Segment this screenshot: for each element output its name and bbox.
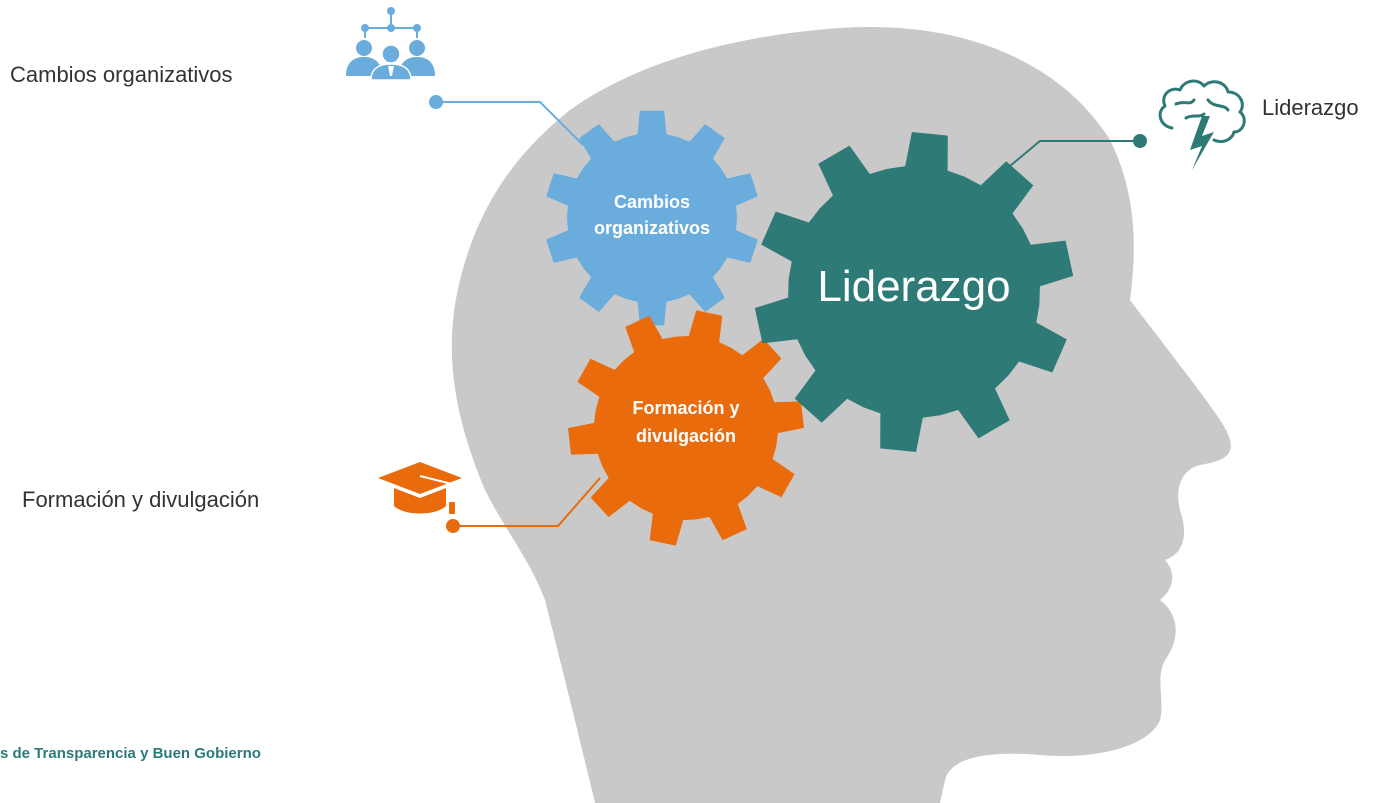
label-formacion-divulgacion: Formación y divulgación (22, 487, 260, 512)
gear-cambios-line2: organizativos (594, 218, 710, 238)
head-silhouette (451, 27, 1231, 803)
footer-text: s de Transparencia y Buen Gobierno (0, 745, 261, 762)
connector-liderazgo (1009, 134, 1147, 167)
gear-formacion-line1: Formación y (632, 398, 739, 418)
gear-formacion-divulgacion (568, 310, 804, 546)
connector-cambios (429, 95, 584, 146)
label-cambios-organizativos: Cambios organizativos (10, 62, 233, 87)
connector-formacion (446, 477, 601, 533)
gear-liderazgo-label: Liderazgo (817, 262, 1010, 311)
organization-people-icon (346, 7, 435, 81)
gear-formacion-line2: divulgación (636, 426, 736, 446)
brain-lightning-icon (1158, 79, 1246, 170)
gear-liderazgo (754, 132, 1074, 452)
graduation-cap-icon (378, 462, 462, 514)
gear-cambios-line1: Cambios (614, 192, 690, 212)
gear-cambios-organizativos (546, 110, 758, 326)
label-liderazgo: Liderazgo (1262, 95, 1359, 120)
